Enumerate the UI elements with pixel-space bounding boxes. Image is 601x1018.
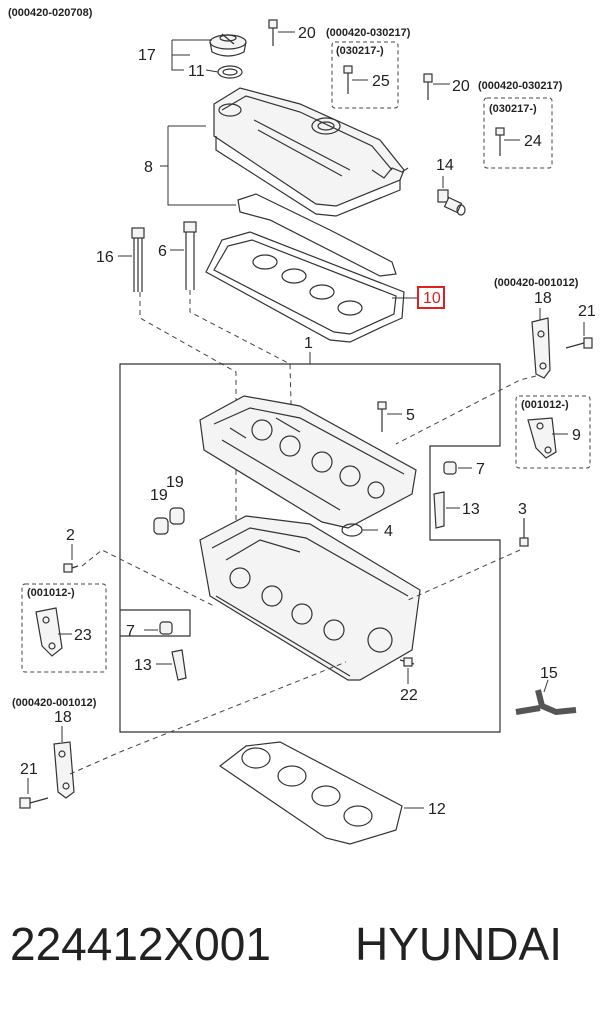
callout-17: 17 [138, 47, 156, 64]
variant-box-23 [21, 583, 107, 673]
bolt-5 [377, 401, 387, 432]
code-24-box: (030217-) [489, 103, 537, 115]
leader-11 [205, 69, 219, 73]
callout-16: 16 [96, 249, 114, 266]
callout-19b: 19 [150, 487, 168, 504]
cap-7-lower [159, 621, 173, 635]
header-code: (000420-020708) [8, 7, 93, 19]
cylinder-head-assembly-frame [119, 363, 501, 733]
callout-9: 9 [572, 427, 581, 444]
callout-21a: 21 [578, 303, 596, 320]
variant-box-25 [331, 41, 399, 109]
align-line-18-bottom [69, 661, 347, 775]
callout-21b: 21 [20, 761, 38, 778]
variant-box-24 [483, 97, 553, 169]
callout-5: 5 [406, 407, 415, 424]
callout-14: 14 [436, 157, 454, 174]
callout-13a: 13 [462, 501, 480, 518]
engine-hanger-9 [527, 417, 557, 459]
code-23-box: (001012-) [27, 587, 75, 599]
callout-6: 6 [158, 243, 167, 260]
engine-hanger-18-top [531, 317, 551, 379]
callout-18a: 18 [534, 290, 552, 307]
leader-8 [160, 125, 236, 206]
callout-3: 3 [518, 501, 527, 518]
align-line-6 [189, 290, 293, 441]
cover-baffle-plate [237, 193, 397, 277]
callout-20a: 20 [298, 25, 316, 42]
code-9-box: (001012-) [521, 399, 569, 411]
head-cover-gasket [205, 231, 405, 343]
callout-7a: 7 [476, 461, 485, 478]
engine-hanger-23 [35, 607, 63, 657]
callout-20b: 20 [452, 78, 470, 95]
code-20-right: (000420-030217) [478, 80, 563, 92]
head-bolt-16 [131, 227, 145, 292]
cap-7-upper [443, 461, 457, 475]
align-line-2 [81, 549, 215, 607]
callout-13b: 13 [134, 657, 152, 674]
bolt-20-top [268, 19, 278, 46]
pcv-valve [437, 189, 466, 216]
tube-13-upper [433, 491, 445, 529]
align-line-3 [407, 549, 521, 601]
callout-25: 25 [372, 73, 390, 90]
callout-23: 23 [74, 627, 92, 644]
code-25-box: (030217-) [336, 45, 384, 57]
callout-18b: 18 [54, 709, 72, 726]
filler-cap-gasket [217, 65, 243, 79]
stud-22 [399, 657, 415, 667]
callout-8: 8 [144, 159, 153, 176]
engine-hanger-18-bottom [53, 741, 75, 799]
callout-4: 4 [384, 523, 393, 540]
part-number: 224412X001 [10, 918, 271, 970]
cylinder-head-cover [213, 87, 409, 217]
callout-2: 2 [66, 527, 75, 544]
bolt-20-right [423, 73, 433, 100]
bolt-25 [343, 65, 353, 94]
cylinder-head-gasket [218, 741, 403, 845]
cylinder-head [199, 515, 421, 681]
callout-11: 11 [188, 63, 205, 80]
cam-seal-19 [153, 507, 185, 535]
callout-7b: 7 [126, 623, 135, 640]
bolt-21-top [565, 337, 593, 349]
stud-3 [519, 518, 529, 547]
bolt-24 [495, 127, 505, 156]
callout-22: 22 [400, 687, 418, 704]
code-18-top: (000420-001012) [494, 277, 579, 289]
highlight-box-10 [417, 286, 445, 309]
variant-box-9 [515, 395, 591, 469]
head-bolt-6 [183, 221, 197, 290]
code-18-bottom: (000420-001012) [12, 697, 97, 709]
code-20-top: (000420-030217) [326, 27, 411, 39]
stud-2 [63, 563, 79, 573]
callout-15: 15 [540, 665, 558, 682]
bolt-21-bottom [19, 797, 49, 809]
callout-1: 1 [304, 335, 313, 352]
camshaft-housing [199, 395, 417, 529]
callout-19a: 19 [166, 474, 184, 491]
leader-17 [171, 39, 212, 71]
callout-24: 24 [524, 133, 542, 150]
water-hose-15 [515, 689, 577, 716]
callout-10: 10 [423, 290, 441, 307]
oil-filler-cap [209, 33, 247, 57]
align-line-16 [139, 292, 237, 520]
tube-13-lower [171, 649, 187, 681]
callout-12: 12 [428, 801, 446, 818]
brand-name: HYUNDAI [355, 918, 562, 970]
align-line-18-top [395, 375, 537, 445]
